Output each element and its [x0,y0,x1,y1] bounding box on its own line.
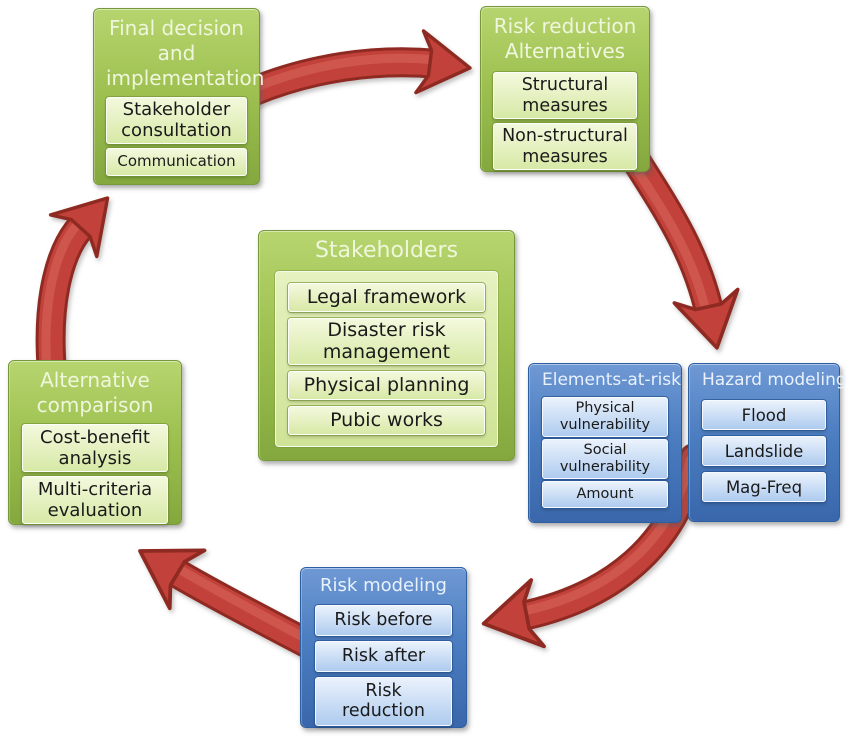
list-item-label: Mag-Freq [725,477,803,497]
list-item: Disaster risk management [288,317,485,365]
list-item-label: Physical planning [303,374,470,397]
list-item-label: Flood [741,405,787,425]
arrow-final-to-alternatives [237,29,472,107]
list-item-label: Landslide [724,441,804,461]
arrow-hazard-to-riskmodeling [481,443,709,649]
list-item-label: Non-structural measures [502,126,628,167]
box-elements-at-risk: Elements-at-risk Physical vulnerability … [528,363,682,523]
arrow-alternatives-to-hazard [613,133,740,350]
box-final-decision: Final decision and implementation Stakeh… [93,8,265,185]
box-title: Risk modeling [320,575,447,596]
box-stakeholders: Stakeholders Legal framework Disaster ri… [258,230,515,461]
stakeholders-panel: Legal framework Disaster risk management… [275,270,498,447]
list-item: Pubic works [288,405,485,435]
list-item: Risk before [315,604,452,636]
list-item-label: Structural measures [521,75,609,116]
list-item: Legal framework [288,282,485,312]
list-item-label: Physical vulnerability [559,400,651,434]
list-item-label: Stakeholder consultation [121,98,232,142]
box-title: Stakeholders [314,238,459,263]
box-alternative-comparison: Alternative comparison Cost-benefit anal… [8,360,182,525]
list-item: Communication [106,147,247,176]
box-hazard-modeling: Hazard modeling Flood Landslide Mag-Freq [688,363,847,522]
list-item: Multi-criteria evaluation [22,476,168,525]
list-item-label: Pubic works [330,409,443,432]
list-item-label: Risk after [341,645,426,666]
box-title: Hazard modeling [702,370,847,390]
box-title: Risk reduction Alternatives [493,14,637,64]
list-item: Cost-benefit analysis [22,424,168,473]
box-risk-modeling: Risk modeling Risk before Risk after Ris… [300,567,467,728]
list-item: Flood [702,400,826,431]
box-title: Final decision and implementation [106,16,265,91]
list-item: Risk reduction [315,676,452,726]
list-item-label: Amount [576,486,634,503]
box-risk-reduction-alternatives: Risk reduction Alternatives Structural m… [480,6,650,172]
list-item-label: Disaster risk management [322,318,451,364]
list-item: Landslide [702,436,826,467]
list-item: Social vulnerability [542,439,668,480]
list-item-label: Communication [117,151,236,170]
list-item-label: Risk before [334,609,433,630]
list-item: Amount [542,481,668,509]
arrow-riskmodeling-to-comparison [138,548,327,661]
list-item-label: Cost-benefit analysis [40,427,150,470]
list-item: Non-structural measures [493,123,637,171]
arrow-comparison-to-final [35,196,110,387]
box-title: Alternative comparison [36,368,154,418]
box-title: Elements-at-risk [542,370,682,390]
list-item-label: Social vulnerability [559,442,651,476]
list-item: Stakeholder consultation [106,96,247,144]
list-item-label: Legal framework [306,286,467,309]
list-item: Physical planning [288,370,485,400]
list-item: Physical vulnerability [542,397,668,438]
list-item: Structural measures [493,72,637,120]
list-item-label: Risk reduction [342,680,425,722]
list-item: Mag-Freq [702,472,826,503]
list-item-label: Multi-criteria evaluation [37,479,153,522]
list-item: Risk after [315,640,452,672]
